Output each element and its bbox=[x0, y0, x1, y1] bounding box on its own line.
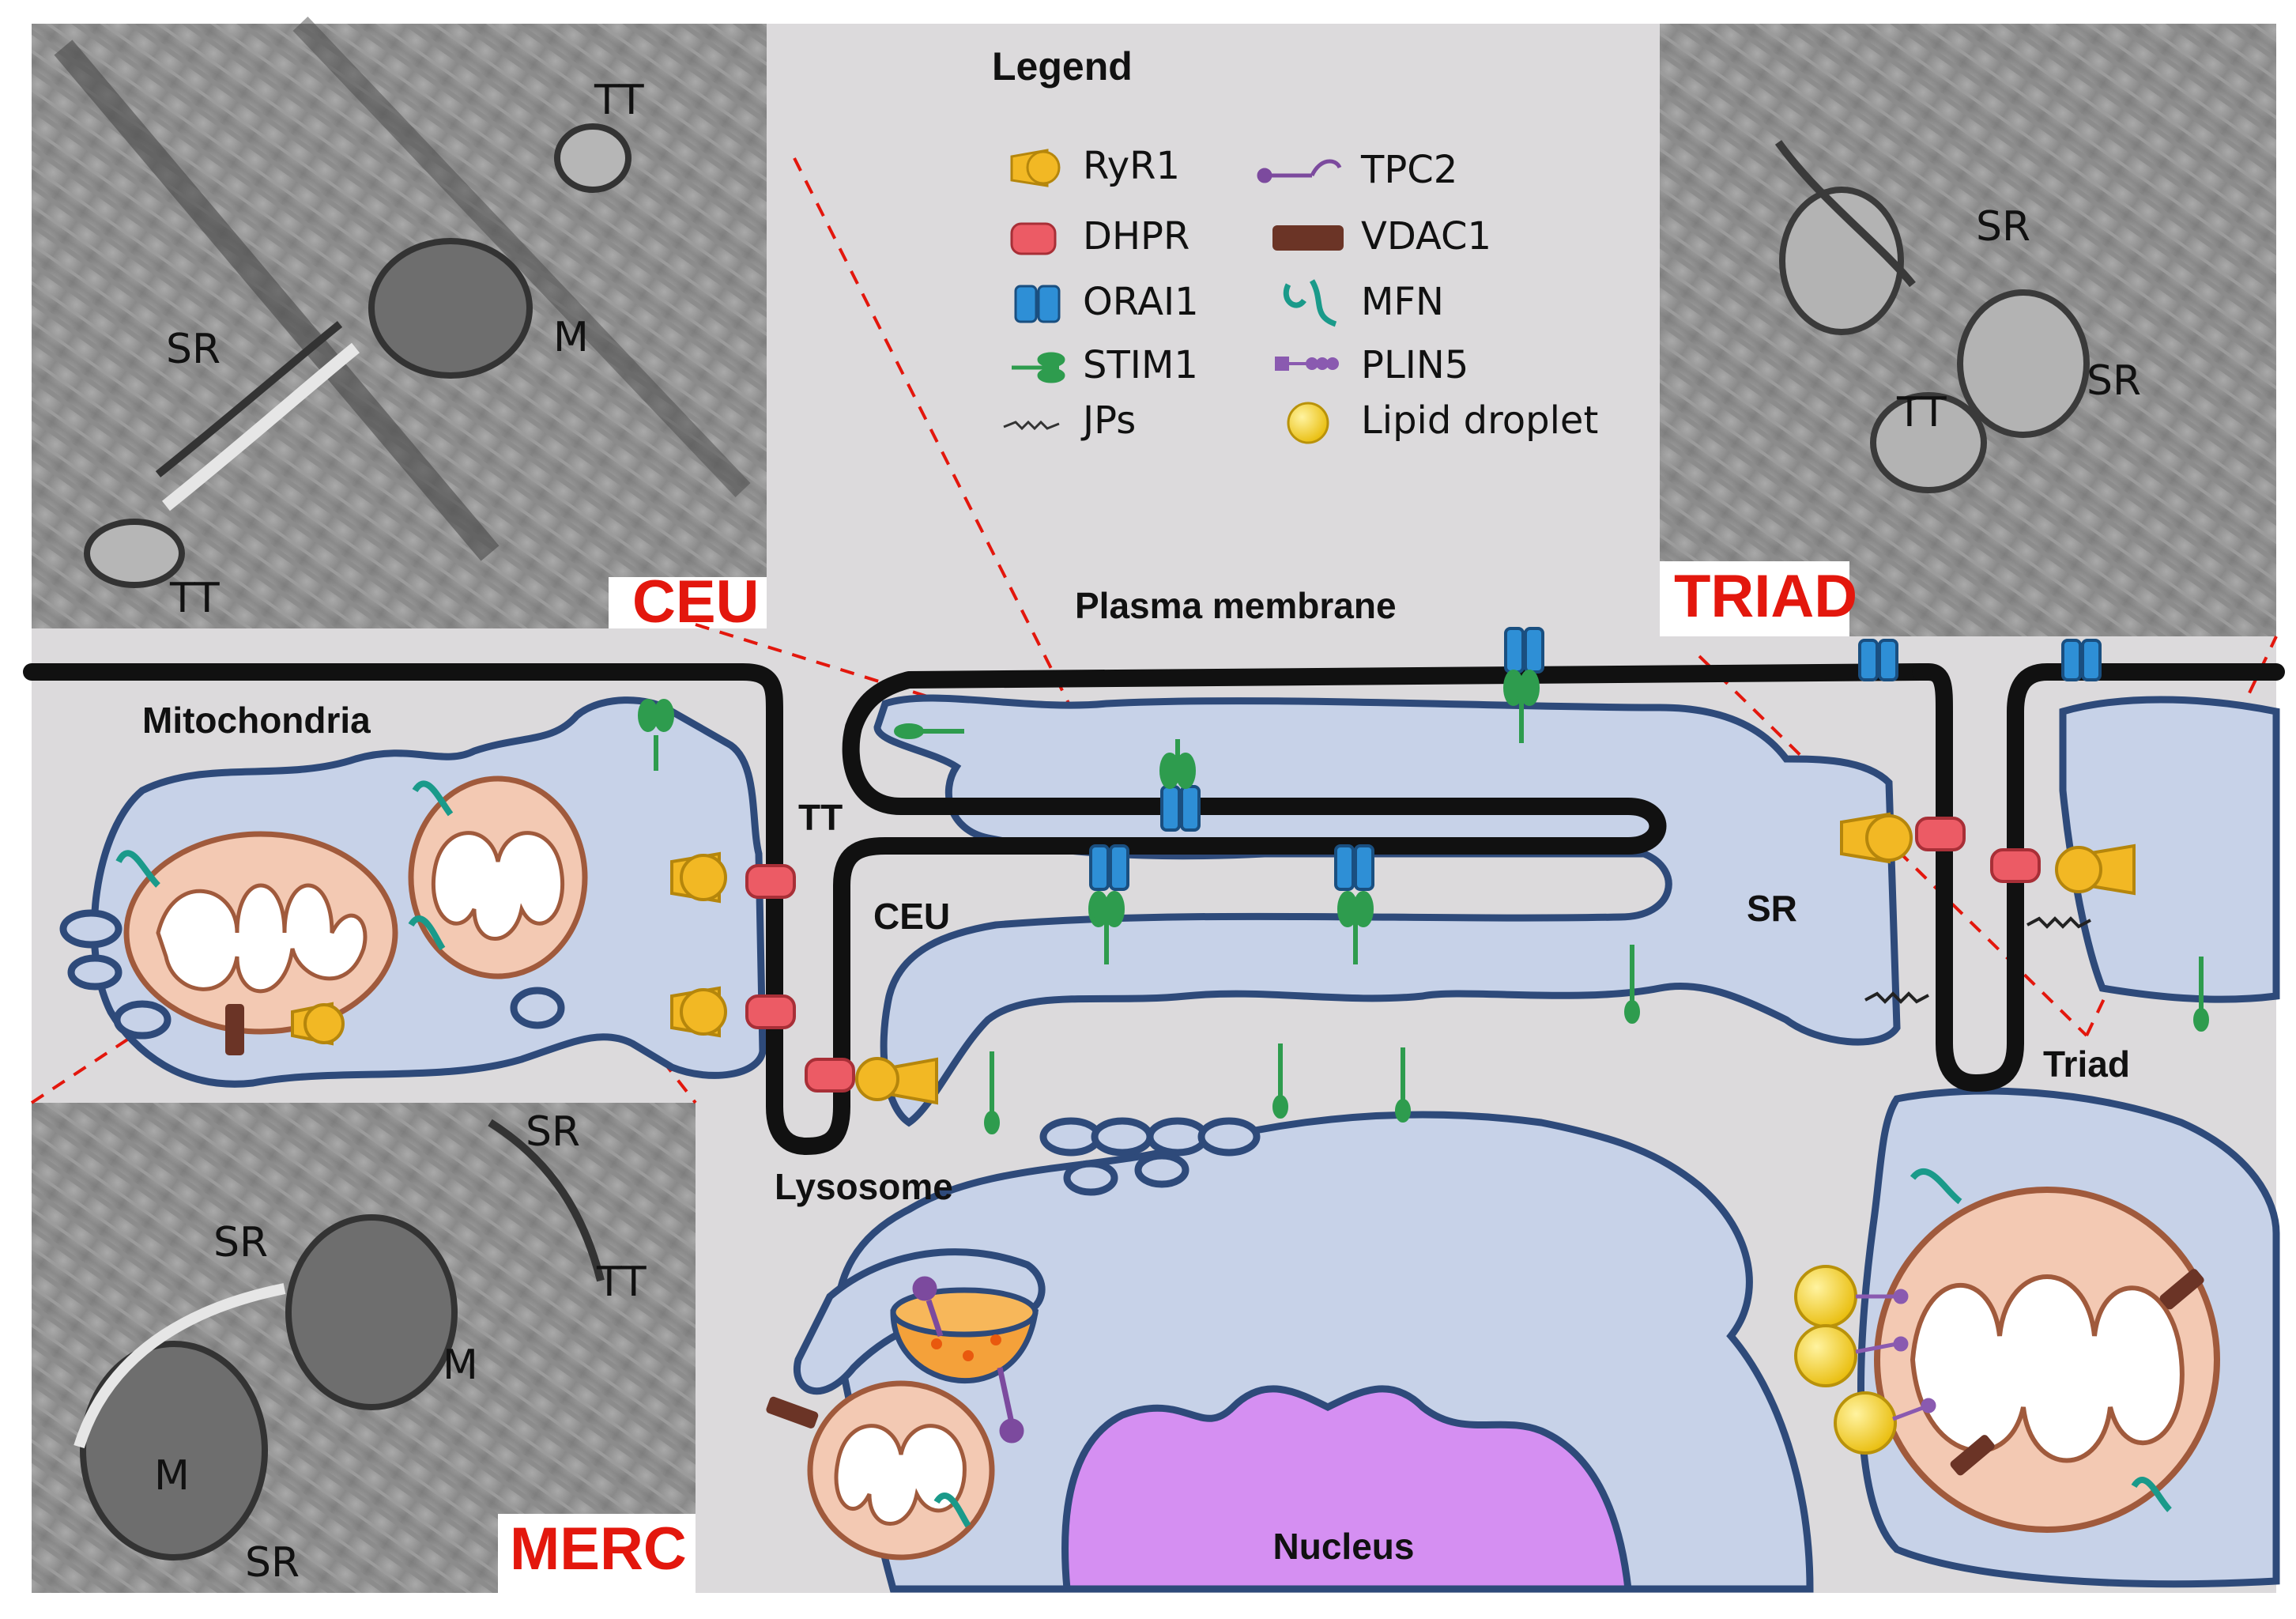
merc-label-sr-left: SR bbox=[213, 1219, 268, 1266]
stim1-proteins bbox=[638, 670, 2209, 1134]
legend-label-plin5: PLIN5 bbox=[1361, 343, 1468, 387]
em-panel-merc: MERC SR SR TT M M SR bbox=[32, 1103, 696, 1593]
ryr1-icon bbox=[1010, 149, 1061, 187]
lipid-droplet bbox=[1794, 1324, 1857, 1387]
ceu-label-sr: SR bbox=[166, 326, 221, 373]
stim1-icon bbox=[1012, 352, 1065, 383]
orai1-channels bbox=[1089, 627, 2102, 891]
merc-label-tt: TT bbox=[596, 1259, 647, 1306]
dhpr-icon bbox=[1010, 222, 1057, 255]
jps-icon bbox=[1003, 420, 1060, 431]
plin5-icon bbox=[1275, 357, 1339, 371]
merc-label-m-right: M bbox=[443, 1342, 478, 1389]
merc-panel-title: MERC bbox=[510, 1515, 687, 1583]
legend-label-stim1: STIM1 bbox=[1083, 343, 1198, 387]
tpc2-proteins bbox=[912, 1276, 1024, 1444]
junctophilins bbox=[1864, 916, 2091, 1004]
ceu-label: CEU bbox=[873, 896, 950, 937]
legend-label-dhpr: DHPR bbox=[1083, 214, 1189, 259]
triad-label: Triad bbox=[2043, 1043, 2130, 1085]
ceu-label-tt-bottom: TT bbox=[169, 575, 220, 622]
plin5-proteins bbox=[1855, 1289, 1936, 1421]
legend: Legend RyR1 DHPR ORAI1 STIM1 JPs bbox=[992, 44, 1598, 444]
dhpr-channels bbox=[745, 817, 2041, 1093]
plasma-membrane bbox=[23, 663, 2285, 1155]
mitochondrion-right bbox=[1874, 1187, 2220, 1533]
vdac1-icon bbox=[1272, 225, 1344, 251]
triad-label-sr-right: SR bbox=[2087, 357, 2141, 405]
mitochondrion-bottom-left bbox=[807, 1380, 995, 1561]
mfn-proteins bbox=[115, 780, 2172, 1528]
ryr1-channels bbox=[291, 812, 2136, 1105]
tt-label: TT bbox=[798, 797, 843, 838]
mitochondria-label: Mitochondria bbox=[142, 700, 371, 741]
plasma-membrane-label: Plasma membrane bbox=[1075, 585, 1397, 626]
merc-label-sr-bottom: SR bbox=[245, 1539, 300, 1587]
lysosome-label: Lysosome bbox=[775, 1166, 953, 1207]
legend-title: Legend bbox=[992, 44, 1133, 89]
orai1-icon bbox=[1014, 285, 1061, 323]
triad-label-sr-top: SR bbox=[1976, 203, 2030, 251]
legend-label-mfn: MFN bbox=[1361, 280, 1444, 324]
mitochondrion-left-1 bbox=[123, 831, 398, 1035]
nucleus-label: Nucleus bbox=[1273, 1526, 1415, 1567]
merc-label-sr-topright: SR bbox=[526, 1108, 580, 1156]
merc-label-m-left: M bbox=[154, 1452, 190, 1500]
sr-label: SR bbox=[1747, 888, 1797, 929]
vdac1-proteins bbox=[225, 1004, 2204, 1476]
legend-label-lipid-droplet: Lipid droplet bbox=[1361, 398, 1598, 443]
lipid-droplet bbox=[1834, 1391, 1897, 1455]
legend-label-ryr1: RyR1 bbox=[1083, 144, 1180, 188]
legend-label-vdac1: VDAC1 bbox=[1361, 214, 1491, 259]
lipid-droplet-icon bbox=[1287, 402, 1329, 444]
triad-panel-title: TRIAD bbox=[1674, 563, 1857, 630]
tpc2-icon bbox=[1257, 159, 1342, 183]
ceu-label-m: M bbox=[553, 314, 589, 361]
legend-label-jps: JPs bbox=[1080, 398, 1136, 443]
nucleus bbox=[1061, 1385, 1633, 1593]
triad-label-tt: TT bbox=[1896, 389, 1947, 436]
legend-label-tpc2: TPC2 bbox=[1360, 148, 1457, 192]
mitochondrion-left-2 bbox=[408, 776, 588, 979]
em-panel-triad: TRIAD SR SR TT bbox=[1660, 24, 2276, 636]
em-panel-ceu: CEU TT M SR TT bbox=[32, 17, 767, 636]
ceu-label-tt-top: TT bbox=[594, 77, 644, 124]
lipid-droplet bbox=[1794, 1265, 1857, 1328]
legend-label-orai1: ORAI1 bbox=[1083, 280, 1199, 324]
mfn-icon bbox=[1283, 279, 1337, 327]
